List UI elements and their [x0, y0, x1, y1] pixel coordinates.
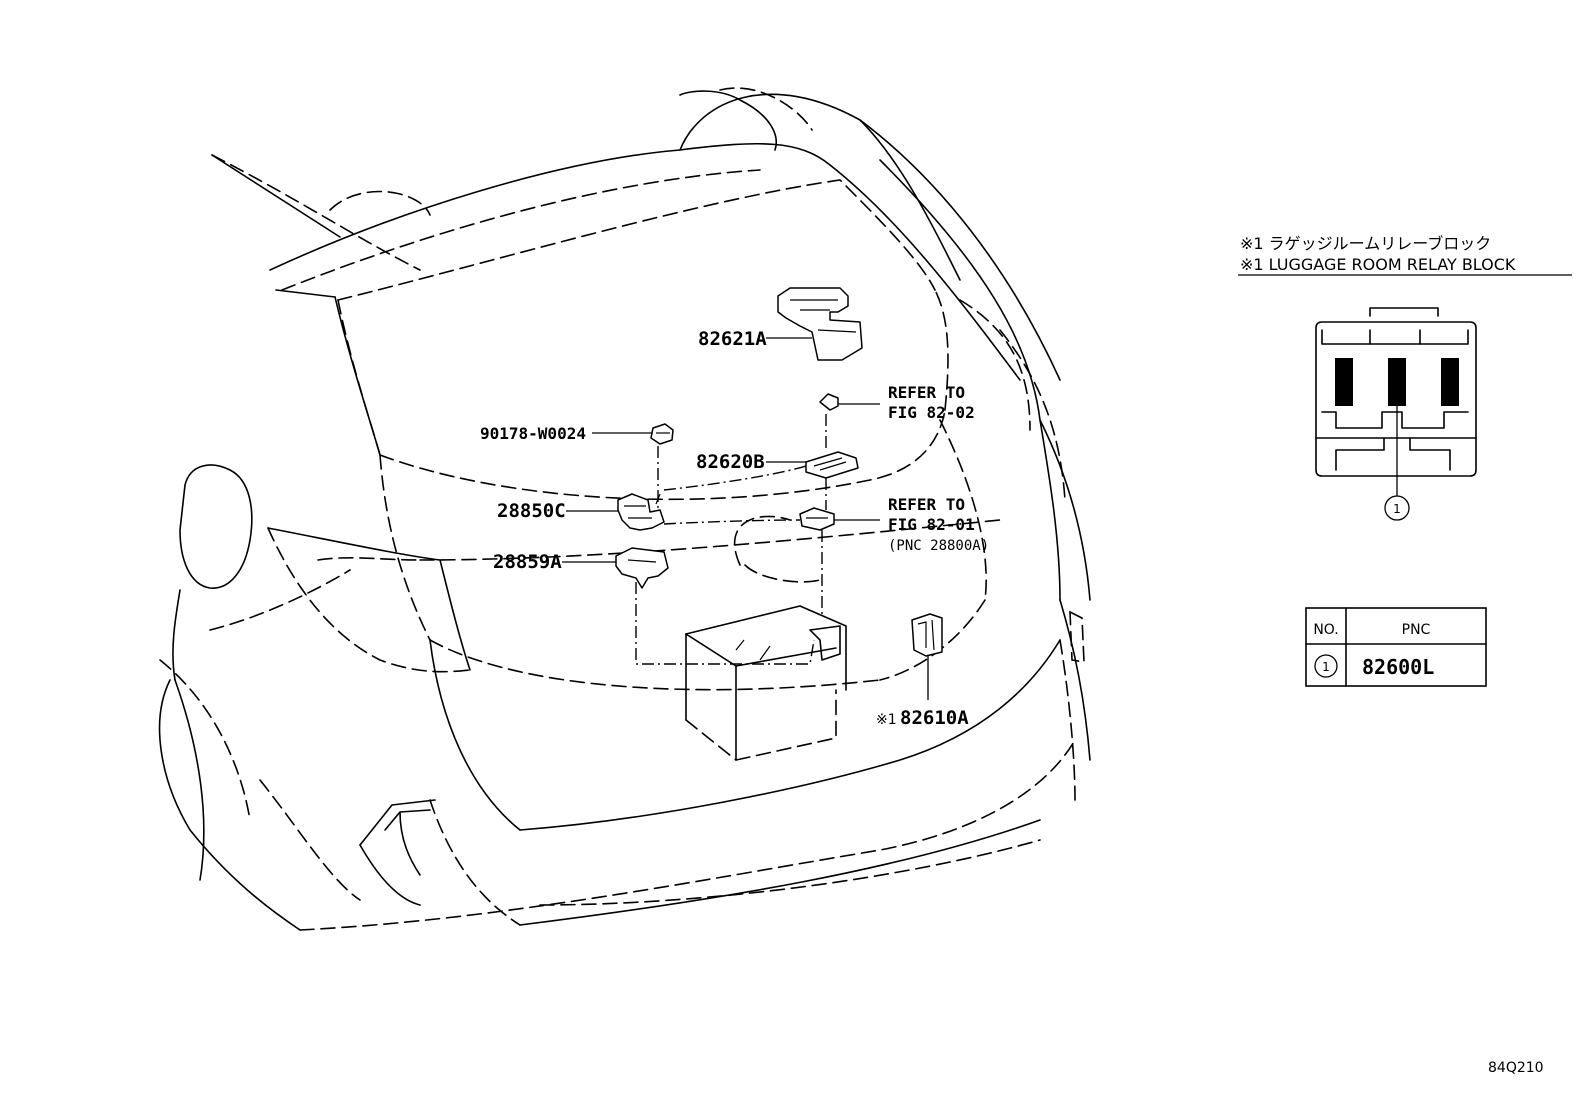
- part-28850C-sensor: [617, 493, 665, 531]
- part-grommet: [819, 393, 839, 411]
- figure-code: 84Q210: [1488, 1060, 1544, 1076]
- table-cell-pnc: 82600L: [1362, 655, 1434, 679]
- label-28859A: 28859A: [493, 551, 562, 573]
- refer-to-2-line2: FIG 82-01: [888, 515, 975, 534]
- leader-lines: [562, 337, 929, 700]
- legend-english: ※1 LUGGAGE ROOM RELAY BLOCK: [1240, 255, 1516, 274]
- part-82610A-relay: [911, 613, 943, 657]
- pnc-table: NO. PNC 1 82600L: [1305, 607, 1487, 687]
- assembly-lines: [635, 414, 827, 665]
- part-82621A-connector: [777, 287, 863, 361]
- relay-slot-3: [1441, 358, 1459, 406]
- relay-slot-1: [1335, 358, 1353, 406]
- refer-to-1-line2: FIG 82-02: [888, 403, 975, 422]
- callout-number: 1: [1393, 502, 1401, 516]
- refer-to-2-line3: (PNC 28800A): [888, 538, 989, 554]
- part-82620B-bracket: [805, 451, 859, 479]
- table-cell-no: 1: [1322, 660, 1330, 674]
- label-90178-W0024: 90178-W0024: [480, 424, 586, 443]
- relay-block-legend: ※1 ラゲッジルームリレーブロック ※1 LUGGAGE ROOM RELAY …: [1238, 234, 1572, 687]
- label-82620B: 82620B: [696, 451, 765, 473]
- relay-block-drawing: 1: [1315, 307, 1477, 521]
- refer-to-2-line1: REFER TO: [888, 495, 965, 514]
- refer-to-1-line1: REFER TO: [888, 383, 965, 402]
- part-luggage-box: [685, 605, 847, 761]
- legend-japanese: ※1 ラゲッジルームリレーブロック: [1240, 234, 1491, 253]
- label-82610A: 82610A: [900, 707, 969, 729]
- table-header-pnc: PNC: [1402, 622, 1431, 638]
- label-82610A-prefix: ※1: [876, 712, 897, 728]
- label-82621A: 82621A: [698, 328, 767, 350]
- part-90178-nut: [650, 423, 674, 445]
- part-mount-clip: [799, 507, 835, 531]
- table-header-no: NO.: [1313, 622, 1338, 638]
- part-28859A-bracket: [615, 547, 669, 589]
- vehicle-outline: [158, 87, 1091, 931]
- label-28850C: 28850C: [497, 500, 566, 522]
- callout-circle: [1384, 495, 1410, 521]
